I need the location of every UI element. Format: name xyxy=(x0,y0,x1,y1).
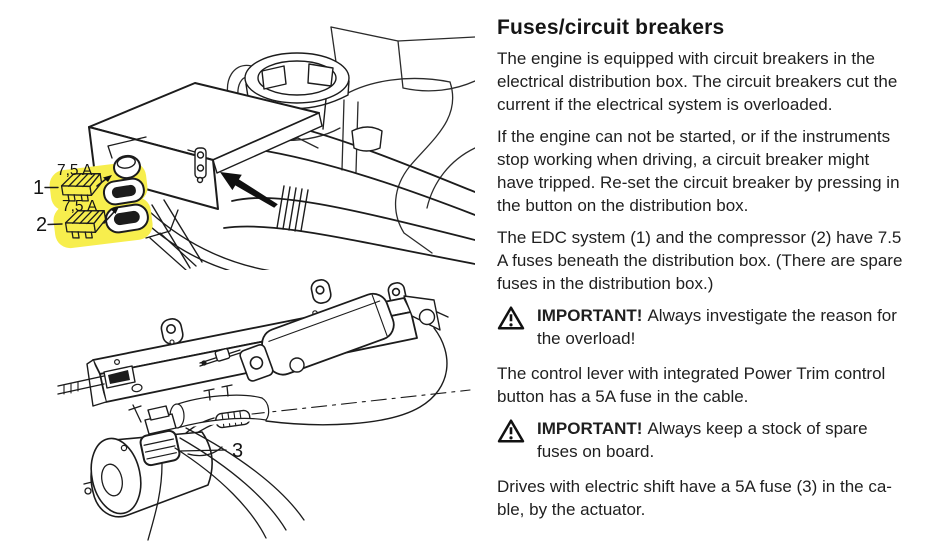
important-body: Always investigate the reason for the ov… xyxy=(537,306,897,348)
fuse-2 xyxy=(64,210,107,239)
paragraph-2: If the engine can not be started, or if … xyxy=(497,127,900,215)
paragraph-4: The control lever with integrated Power … xyxy=(497,364,886,406)
page-title: Fuses/circuit breakers xyxy=(497,16,725,39)
svg-text:3: 3 xyxy=(232,440,243,462)
warning-triangle-icon xyxy=(497,306,525,330)
important-note-1-text: IMPORTANT!Always investigate the reason … xyxy=(537,304,897,350)
important-note-2-text: IMPORTANT!Always keep a stock of spare f… xyxy=(537,417,868,463)
actuator-figure: 3 xyxy=(57,279,471,541)
fuse-pointer-arrows xyxy=(96,175,119,224)
article: Fuses/circuit breakers The engine is equ… xyxy=(497,15,949,530)
callout-2: 2 xyxy=(36,214,63,236)
fuse2-amp-label: 7,5 A xyxy=(62,198,98,215)
fuse-1 xyxy=(60,173,103,202)
distribution-box xyxy=(88,82,323,210)
important-label: IMPORTANT! xyxy=(537,419,643,438)
svg-text:1: 1 xyxy=(33,177,44,199)
callout-1: 1 xyxy=(33,177,59,199)
important-label: IMPORTANT! xyxy=(537,306,643,325)
important-note-2: IMPORTANT!Always keep a stock of spare f… xyxy=(497,417,949,463)
paragraph-1: The engine is equipped with circuit brea… xyxy=(497,49,898,114)
distribution-box-figure: 1 7,5 A 2 7,5 A xyxy=(33,26,475,270)
paragraph-3: The EDC system (1) and the compressor (2… xyxy=(497,228,903,293)
callout-3: 3 xyxy=(178,440,243,462)
reset-button xyxy=(187,147,207,184)
mechanism-cables xyxy=(147,427,305,541)
fuse-sockets xyxy=(102,136,197,270)
important-note-1: IMPORTANT!Always investigate the reason … xyxy=(497,304,949,350)
warning-triangle-icon xyxy=(497,419,525,443)
pointer-arrow xyxy=(220,172,278,208)
actuator-cylinder xyxy=(199,292,395,382)
paragraph-5: Drives with electric shift have a 5A fus… xyxy=(497,477,892,519)
cable-fuse-holder xyxy=(139,429,181,467)
filler-cap xyxy=(244,52,350,130)
fuse1-amp-label: 7,5 A xyxy=(57,162,93,179)
important-body: Always keep a stock of spare fuses on bo… xyxy=(537,419,868,461)
svg-text:2: 2 xyxy=(36,214,47,236)
